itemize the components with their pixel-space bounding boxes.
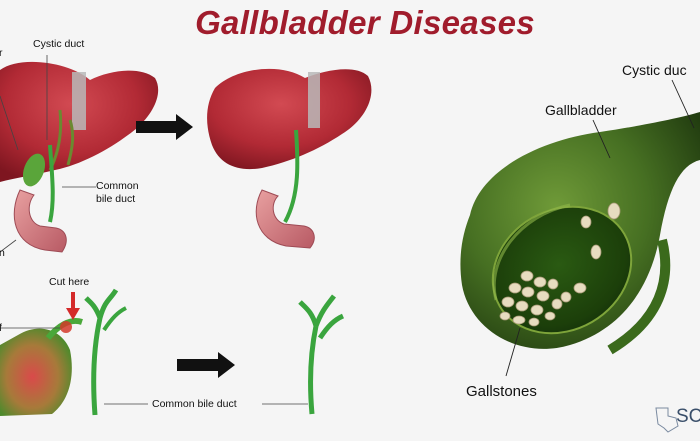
gallbladder-wall-edge (492, 203, 571, 301)
arrow-bottom (177, 352, 235, 378)
liver-middle-vessel (308, 72, 320, 128)
label-common-bile-duct-bottom: Common bile duct (152, 398, 237, 410)
pointer-frag-n (0, 239, 17, 253)
cut-arrow-head (66, 308, 80, 320)
gallbladder-small-top (22, 153, 46, 187)
label-gallbladder: Gallbladder (545, 102, 617, 118)
arrow-top (136, 114, 193, 140)
label-cystic-duct-top: Cystic duct (33, 38, 85, 50)
gallstones-cluster (499, 202, 621, 327)
label-common-bile-duct-top: Common bile duct (96, 180, 139, 205)
label-cystic-duct-right: Cystic duc (622, 62, 687, 78)
gallbladder-large (460, 79, 700, 377)
label-fragment-f: f (0, 322, 2, 334)
common-bile-duct-middle (283, 129, 300, 223)
label-fragment-n: n (0, 247, 5, 259)
gallbladder-cutaway (491, 205, 633, 335)
label-fragment-r: r (0, 47, 3, 59)
gallbladder-bottom-left (0, 328, 72, 416)
cut-point (60, 321, 72, 333)
pointer-gallbladder (592, 119, 611, 159)
liver-with-gallbladder (0, 55, 159, 253)
label-cut-here: Cut here (49, 276, 90, 288)
logo-text: SC (676, 406, 700, 427)
gallbladder-cut-procedure (0, 288, 148, 416)
cystic-duct-large (607, 238, 671, 355)
common-bile-duct-bottom-right (298, 294, 345, 415)
intestine-left (13, 189, 67, 253)
texas-logo-icon (655, 407, 679, 433)
intestine-middle (255, 189, 315, 249)
pointer-cystic-duct-right (671, 79, 695, 129)
liver-middle (207, 68, 372, 170)
liver-left-vessel (72, 72, 86, 130)
common-bile-duct-bottom-left (84, 288, 119, 416)
pointer-frag-r1 (0, 95, 19, 151)
label-gallstones: Gallstones (466, 383, 537, 400)
pointer-gallstones (505, 327, 521, 377)
liver-without-gallbladder (207, 68, 372, 249)
page-title: Gallbladder Diseases (195, 4, 535, 41)
common-bile-duct-top-left (48, 144, 55, 223)
bile-duct-branch-bottom-left (102, 306, 127, 332)
